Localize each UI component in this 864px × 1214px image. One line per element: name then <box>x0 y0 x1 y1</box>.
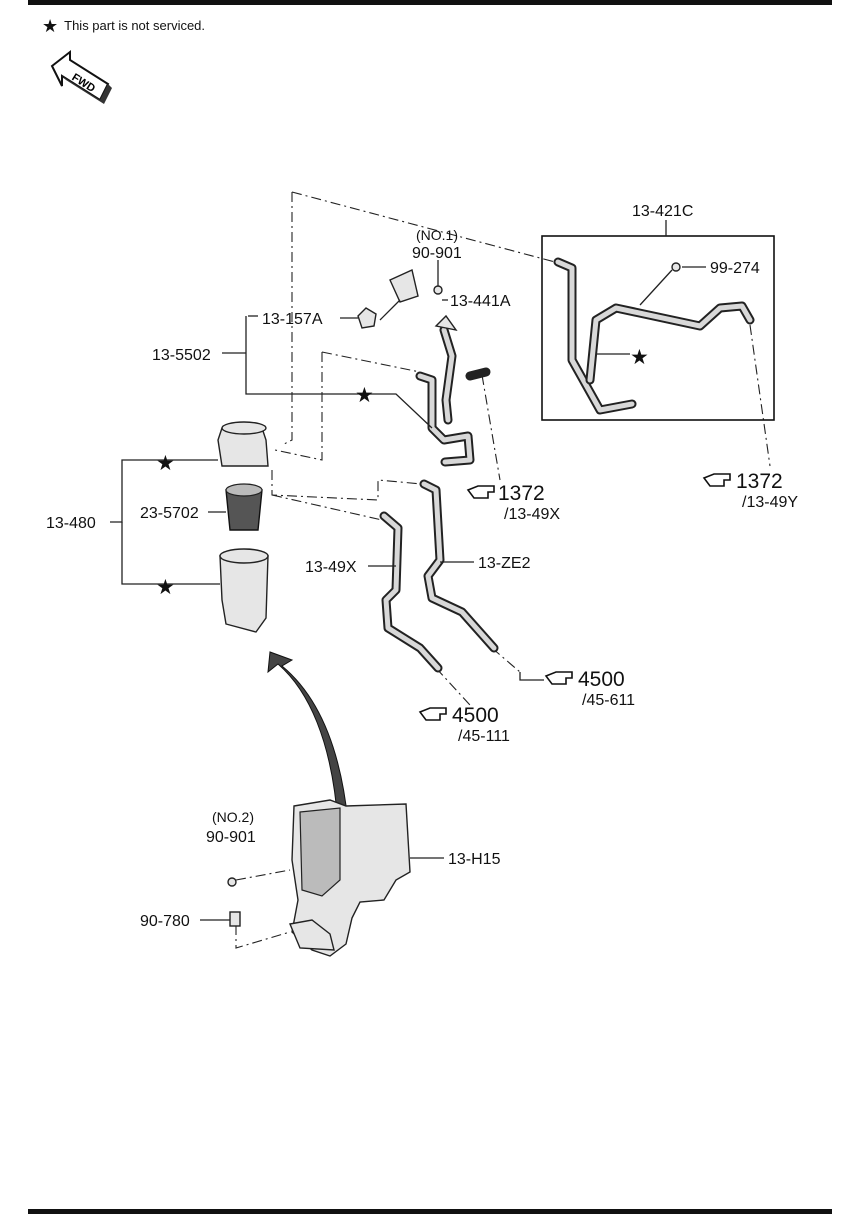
fwd-arrow-icon: FWD <box>50 49 112 104</box>
hose-13-ZE2 <box>419 479 499 653</box>
clip-13-157A <box>357 307 377 329</box>
label-13-157A: 13-157A <box>262 311 323 328</box>
star-icon: ★ <box>156 452 175 475</box>
part-labels: (NO.1) 90-901 13-441A 13-157A 13-5502 13… <box>46 203 760 930</box>
label-13-5502: 13-5502 <box>152 347 211 364</box>
assembly-arrow-icon <box>267 651 349 825</box>
pointing-hand-icon <box>702 473 731 487</box>
label-13-49X: 13-49X <box>305 559 357 576</box>
hose-13-49X <box>379 511 443 673</box>
label-13-ZE2: 13-ZE2 <box>478 555 531 572</box>
label-no1: (NO.1) <box>416 227 458 243</box>
ref-number: 4500 <box>578 668 625 691</box>
ref-sub: /45-111 <box>458 728 510 745</box>
not-serviced-markers: ★ ★ ★ ★ <box>156 346 649 599</box>
bracket-13-441A <box>389 269 443 303</box>
leader-lines <box>110 220 706 921</box>
label-90-901-a: 90-901 <box>412 245 462 262</box>
label-13-480: 13-480 <box>46 515 96 532</box>
ref-number: 1372 <box>736 470 783 493</box>
star-icon: ★ <box>42 15 59 36</box>
star-icon: ★ <box>355 384 374 407</box>
not-serviced-note: ★ This part is not serviced. <box>42 15 206 36</box>
reservoir-13-480 <box>217 421 269 633</box>
label-23-5702: 23-5702 <box>140 505 199 522</box>
ref-callout-3: 4500 /45-611 <box>519 668 635 709</box>
pointing-hand-icon <box>418 707 447 721</box>
ref-callout-4: 4500 /45-111 <box>418 704 510 745</box>
pointing-hand-icon <box>544 671 573 685</box>
tank-13-H15 <box>227 799 411 957</box>
hose-13-5502 <box>415 314 491 467</box>
star-icon: ★ <box>156 576 175 599</box>
note-text: This part is not serviced. <box>64 18 206 33</box>
ref-sub: /13-49Y <box>742 494 798 511</box>
label-13-441A: 13-441A <box>450 293 511 310</box>
pointing-hand-icon <box>466 485 495 499</box>
ref-number: 4500 <box>452 704 499 727</box>
star-icon: ★ <box>630 346 649 369</box>
ref-callout-1: 1372 /13-49X <box>466 482 560 523</box>
ref-number: 1372 <box>498 482 545 505</box>
assembly-lines <box>235 191 771 949</box>
top-border-rule <box>28 0 832 5</box>
ref-sub: /13-49X <box>504 506 560 523</box>
bottom-border-rule <box>28 1209 832 1214</box>
label-90-901-b: 90-901 <box>206 829 256 846</box>
hose-13-421C <box>553 257 755 415</box>
label-no2: (NO.2) <box>212 809 254 825</box>
ref-sub: /45-611 <box>582 692 635 709</box>
label-13-421C: 13-421C <box>632 203 693 220</box>
label-99-274: 99-274 <box>710 260 760 277</box>
ref-callout-2: 1372 /13-49Y <box>702 470 798 511</box>
label-90-780: 90-780 <box>140 913 190 930</box>
sub-assembly-frame <box>541 235 775 421</box>
label-13-H15: 13-H15 <box>448 851 501 868</box>
